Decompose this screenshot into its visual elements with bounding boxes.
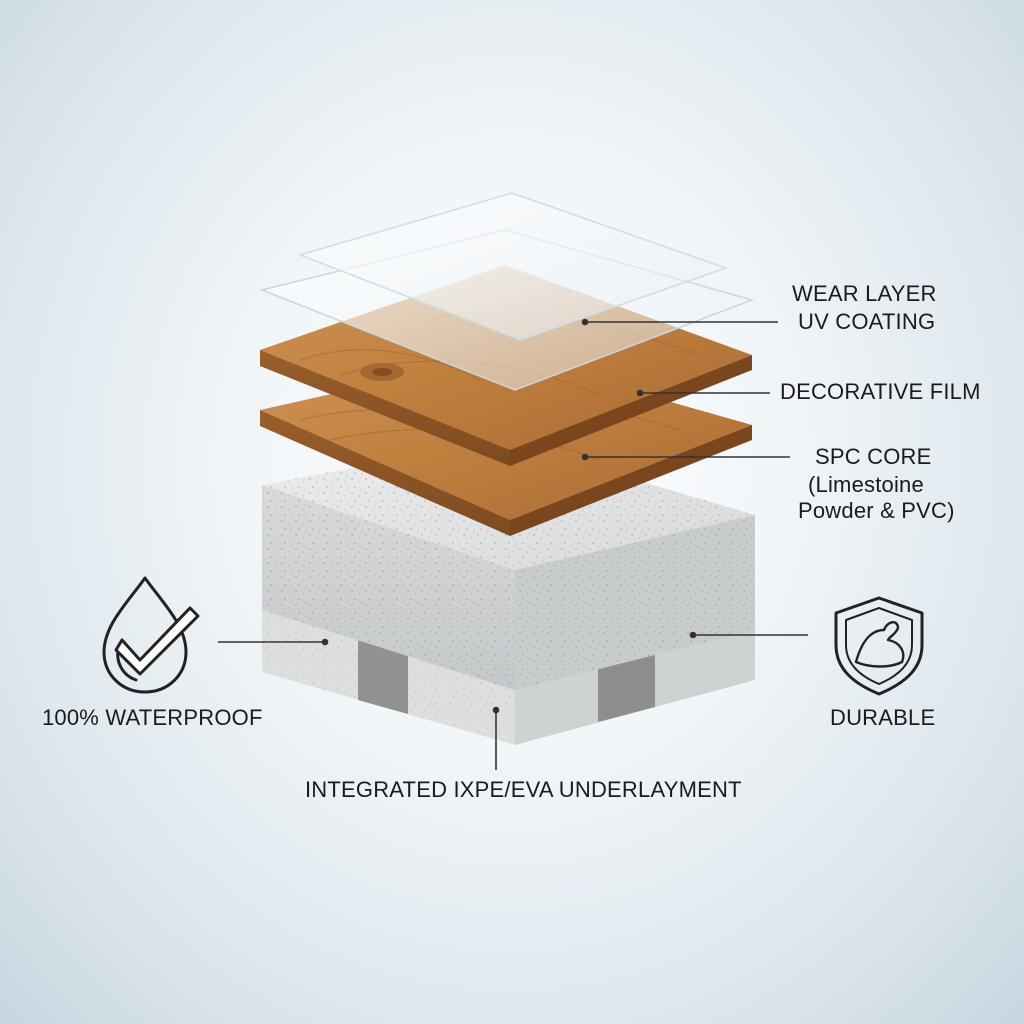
decorative-film-label: DECORATIVE FILM: [780, 379, 981, 404]
wear-layer-label: WEAR LAYER: [792, 281, 937, 306]
water-drop-check-icon: [102, 576, 200, 694]
leader-lines: [218, 318, 808, 770]
spc-core-label-line3: Powder & PVC): [798, 498, 955, 523]
wear-layer-sheets: [259, 192, 755, 391]
durable-label: DURABLE: [830, 705, 936, 730]
waterproof-label: 100% WATERPROOF: [42, 705, 263, 730]
uv-coating-label: UV COATING: [798, 309, 936, 334]
shield-muscle-icon: [834, 596, 924, 696]
underlayment-label: INTEGRATED IXPE/EVA UNDERLAYMENT: [305, 777, 742, 802]
spc-core-label: SPC CORE: [815, 444, 932, 469]
spc-core-label-line2: (Limestoine: [808, 472, 924, 497]
